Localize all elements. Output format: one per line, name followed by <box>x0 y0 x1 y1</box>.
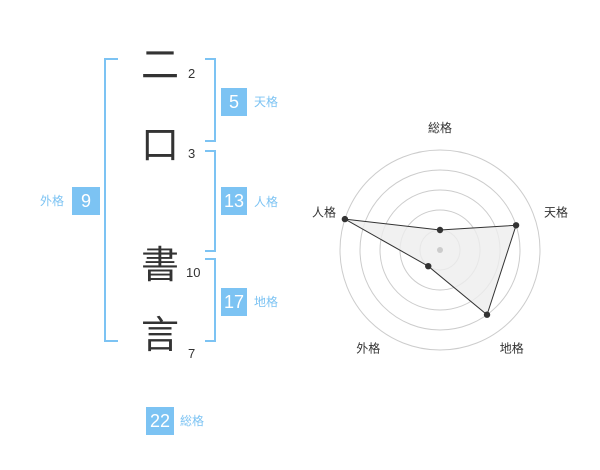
radar-point <box>425 262 432 270</box>
radar-axis-label: 人格 <box>312 204 336 219</box>
gaikaku-label: 外格 <box>40 194 65 208</box>
chikaku-bracket <box>205 258 216 342</box>
gaikaku-badge: 9 <box>72 187 100 215</box>
radar-shape <box>341 215 520 318</box>
jinkaku-badge: 13 <box>221 187 247 215</box>
stroke-count-2: 3 <box>188 146 196 161</box>
radar-axis-label: 天格 <box>544 204 568 219</box>
radar-ring <box>359 169 521 331</box>
radar-axis-label: 総格 <box>428 120 452 135</box>
chikaku-badge: 17 <box>221 288 247 316</box>
soukaku-badge: 22 <box>146 407 174 435</box>
gaikaku-bracket <box>104 58 118 342</box>
stroke-count-4: 7 <box>188 346 196 361</box>
soukaku-label: 総格 <box>180 414 205 428</box>
radar-ring <box>339 149 541 351</box>
radar-axis-label: 外格 <box>356 341 380 356</box>
kanji-3: 書 <box>141 243 180 287</box>
tenkaku-bracket <box>205 58 216 142</box>
radar-axis-label: 地格 <box>500 341 524 356</box>
radar-point <box>436 226 444 234</box>
kanji-4: 言 <box>141 313 180 357</box>
radar-center-dot <box>437 247 443 253</box>
tenkaku-label: 天格 <box>254 95 279 109</box>
stroke-count-3: 10 <box>186 265 201 280</box>
radar-point <box>483 311 491 318</box>
stroke-count-1: 2 <box>188 66 196 81</box>
chikaku-label: 地格 <box>254 295 279 309</box>
jinkaku-label: 人格 <box>254 195 279 209</box>
kanji-1: 二 <box>141 43 180 87</box>
jinkaku-bracket <box>205 150 216 252</box>
tenkaku-badge: 5 <box>221 88 247 116</box>
kanji-2: 口 <box>141 123 180 167</box>
radar-point <box>341 215 349 223</box>
radar-point <box>512 222 520 229</box>
